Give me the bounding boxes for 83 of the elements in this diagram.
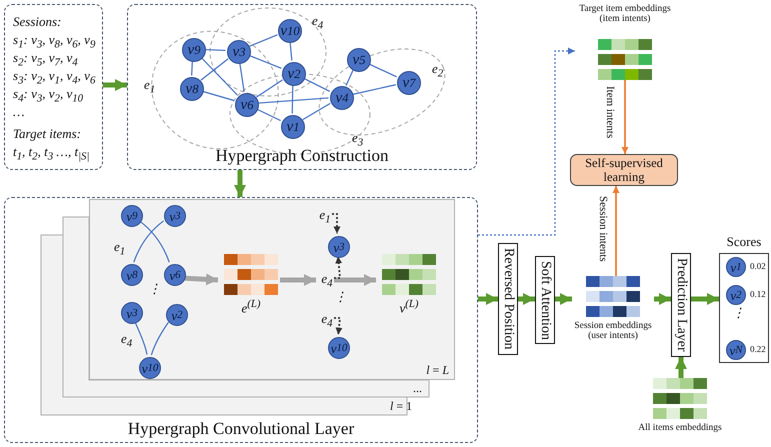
matrix-label: All items embeddings (637, 423, 723, 434)
arrow (555, 293, 572, 305)
hyperedge-curve (138, 220, 170, 262)
hyperedge-label: e$_{1}$ (316, 208, 334, 224)
edge-line (304, 78, 330, 92)
hyperedge-label: e$_{3}$ (352, 131, 364, 150)
layer-box: Prediction Layer (671, 253, 691, 357)
edge-line (201, 58, 238, 96)
edge-line (302, 102, 331, 120)
hyperedge-curve (134, 321, 148, 355)
scores-title: Scores (726, 235, 762, 250)
arrow (622, 80, 628, 154)
layer-card (89, 199, 455, 380)
arrow (518, 293, 535, 305)
ellipsis: ⋮ (334, 290, 347, 304)
arrow (334, 317, 342, 335)
edge-line (256, 79, 283, 98)
score-value: 0.02 (750, 262, 766, 272)
edge-line (353, 84, 396, 95)
edge-label: Session intents (597, 196, 610, 262)
ellipsis: ⋮ (732, 306, 745, 320)
hyperedge-curve (150, 322, 169, 356)
score-value: 0.22 (750, 345, 766, 355)
dashed-panel (4, 4, 103, 170)
edge-line (258, 97, 329, 104)
matrix-label: Session embeddings (user intents) (573, 321, 653, 342)
edge-line (239, 63, 245, 92)
score-value: 0.12 (750, 290, 766, 300)
process-box: Self-supervised learning (570, 154, 678, 186)
session-text: s$_{1}$: v$_{3}$, v$_{8}$, v$_{6}$, v$_{9}$ (13, 33, 96, 52)
session-text: t$_{1}$, t$_{2}$, t$_{3}$ …, t$_{|S|}$ (13, 145, 90, 164)
session-text: s$_{2}$: v$_{5}$, v$_{7}$, v$_{4}$ (13, 51, 78, 70)
edge-line (290, 42, 292, 61)
edge-line (346, 70, 354, 86)
session-text: Target items: (13, 127, 82, 142)
hyperedge-label: e$_{4}$ (121, 332, 132, 350)
layer-label: l = L (426, 364, 449, 377)
edge-line (257, 108, 281, 122)
matrix-label: Target item embeddings (item intents) (578, 4, 672, 25)
edge-line (202, 90, 234, 102)
edge-line (369, 64, 397, 78)
arrow (334, 274, 376, 286)
layer-label: ... (413, 382, 422, 396)
arrow (334, 256, 342, 279)
edge-line (249, 34, 278, 47)
panel-title: Hypergraph Construction (214, 147, 390, 166)
layer-box: Reversed Position (498, 243, 518, 355)
arrow (478, 48, 575, 236)
layer-label: l = 1 (390, 400, 412, 414)
edge-line (292, 85, 294, 114)
arrow (280, 274, 316, 286)
edge-line (205, 48, 226, 52)
matrix-label: v$^{(L)}$ (398, 299, 420, 316)
hyperedge-label: e$_{4}$ (312, 14, 324, 32)
panel-title: Hypergraph Convolutional Layer (126, 420, 356, 439)
arrow (103, 79, 127, 91)
session-text: Sessions: (13, 15, 62, 30)
edge-line (200, 58, 229, 81)
arrow (183, 273, 218, 286)
arrow (478, 293, 498, 305)
hyperedge-label: e$_{4}$ (318, 312, 336, 328)
session-text: … (13, 105, 25, 120)
arrow (675, 357, 687, 378)
dashed-panel (127, 4, 477, 170)
arrow (612, 186, 620, 276)
session-text: s$_{3}$: v$_{2}$, v$_{1}$, v$_{4}$, v$_{6}$ (13, 69, 96, 88)
matrix-label: e$^{(L)}$ (240, 299, 262, 316)
hyperedge-label: e$_{1}$ (144, 78, 156, 96)
arrow (654, 293, 671, 305)
arrow (234, 170, 246, 197)
edge-line (249, 55, 282, 69)
hyperedge-label: e$_{1}$ (114, 240, 126, 258)
edge-line (191, 61, 193, 76)
hyperedge-label: e$_{2}$ (432, 62, 444, 80)
arrow (691, 293, 719, 305)
ellipsis: ⋮ (148, 282, 161, 296)
edge-label: Item intents (604, 86, 616, 138)
layer-box: Soft Attention (535, 256, 555, 344)
session-text: s$_{4}$: v$_{3}$, v$_{2}$, v$_{10}$ (13, 87, 84, 106)
arrow (332, 213, 340, 234)
hyperedge-curve (133, 220, 164, 262)
dashed-panel (4, 197, 478, 443)
hyperedge-label: e$_{4}$ (318, 272, 336, 288)
